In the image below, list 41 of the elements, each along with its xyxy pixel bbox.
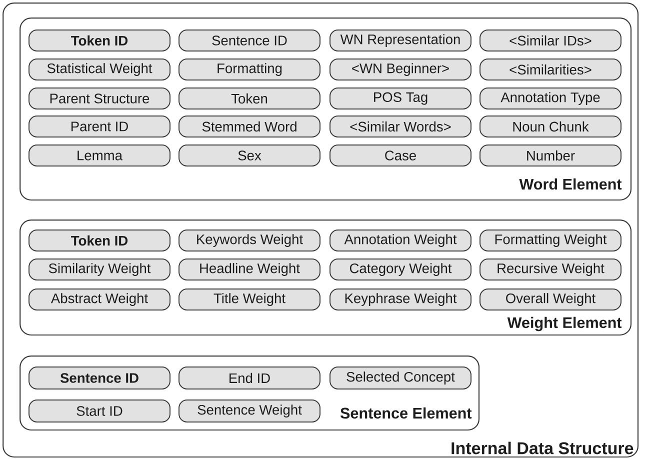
field-box: Number bbox=[480, 144, 622, 166]
field-box: Stemmed Word bbox=[178, 116, 320, 138]
field-box: Sentence ID bbox=[28, 366, 170, 390]
field-box: Sentence Weight bbox=[178, 400, 320, 422]
field-box: Parent Structure bbox=[28, 88, 170, 110]
field-box: Similarity Weight bbox=[28, 258, 170, 280]
field-box: Token ID bbox=[28, 30, 170, 52]
field-box: WN Representation bbox=[330, 30, 472, 52]
field-box: Overall Weight bbox=[480, 288, 622, 310]
field-box: Start ID bbox=[28, 400, 170, 422]
field-box: Keyphrase Weight bbox=[330, 288, 472, 310]
group-title: Weight Element bbox=[507, 316, 622, 332]
field-box: <Similar IDs> bbox=[480, 30, 622, 52]
field-box: Formatting bbox=[178, 58, 320, 80]
field-box: <Similar Words> bbox=[330, 116, 472, 138]
field-box: Recursive Weight bbox=[480, 258, 622, 280]
field-box: Abstract Weight bbox=[28, 288, 170, 310]
field-box: Token bbox=[178, 88, 320, 110]
field-box: Token ID bbox=[28, 230, 170, 252]
field-box: Noun Chunk bbox=[480, 116, 622, 138]
field-box: Sex bbox=[178, 144, 320, 166]
field-box: POS Tag bbox=[330, 88, 472, 110]
field-box: Case bbox=[330, 144, 472, 166]
field-box: Sentence ID bbox=[178, 30, 320, 52]
field-box: <Similarities> bbox=[480, 58, 622, 80]
field-box: Title Weight bbox=[178, 288, 320, 310]
field-box: End ID bbox=[178, 366, 320, 390]
group-title: Internal Data Structure bbox=[452, 442, 634, 454]
field-box: Statistical Weight bbox=[28, 58, 170, 80]
field-box: Parent ID bbox=[28, 116, 170, 138]
field-box: Lemma bbox=[28, 144, 170, 166]
group-title: Sentence Element bbox=[340, 407, 472, 419]
field-box: Keywords Weight bbox=[178, 230, 320, 252]
field-box: Annotation Type bbox=[480, 88, 622, 110]
field-box: Formatting Weight bbox=[480, 230, 622, 252]
field-box: Category Weight bbox=[330, 258, 472, 280]
field-box: Selected Concept bbox=[330, 366, 472, 390]
field-box: Headline Weight bbox=[178, 258, 320, 280]
group-title: Word Element bbox=[519, 178, 622, 190]
field-box: <WN Beginner> bbox=[330, 58, 472, 80]
field-box: Annotation Weight bbox=[330, 230, 472, 252]
